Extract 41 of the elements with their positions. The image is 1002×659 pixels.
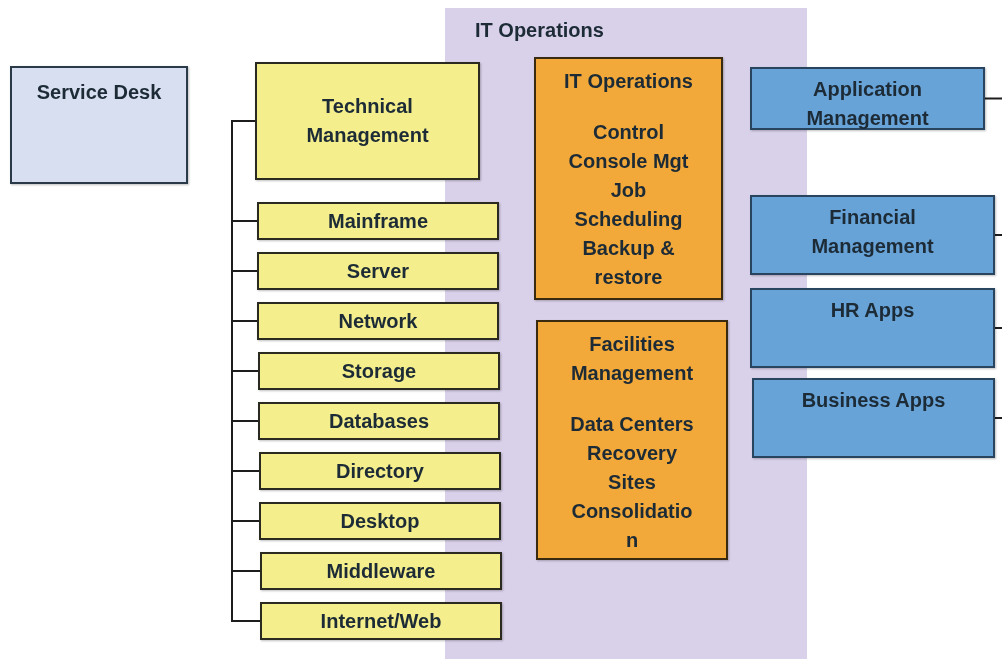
- connector-line: [994, 327, 1002, 329]
- box-title: Mainframe: [328, 208, 428, 234]
- box-title: Application Management: [805, 77, 930, 131]
- box-title: IT Operations: [475, 18, 604, 43]
- process-box: [752, 378, 995, 458]
- connector-line: [984, 97, 1002, 100]
- box-title: Databases: [328, 408, 430, 434]
- box-title: Business Apps: [800, 388, 947, 413]
- box-title: IT Operations: [563, 69, 694, 94]
- box-title: Middleware: [326, 558, 436, 584]
- process-box: [750, 288, 995, 368]
- process-box: [750, 195, 995, 275]
- box-title: Server: [346, 258, 410, 284]
- process-box: [260, 552, 502, 590]
- box-title: Storage: [341, 358, 417, 384]
- process-box: [257, 252, 499, 290]
- service-box: [10, 66, 188, 184]
- connector-line: [994, 234, 1002, 236]
- box-text: Data Centers Recovery Sites Consolidatio n: [569, 412, 695, 553]
- connector-line: [994, 417, 1002, 419]
- process-box: [258, 352, 500, 390]
- box-title: Facilities Management: [569, 332, 695, 386]
- process-box: [257, 202, 499, 240]
- process-box: [750, 67, 985, 130]
- box-title: Service Desk: [36, 80, 162, 105]
- box-title: Financial Management: [810, 205, 935, 259]
- process-box: [534, 57, 723, 300]
- box-text: Control Console Mgt Job Scheduling Backup & restore: [567, 120, 690, 290]
- box-title: Technical Management: [305, 94, 430, 148]
- process-box: [255, 62, 480, 180]
- box-title: Network: [338, 308, 418, 334]
- box-title: Desktop: [340, 508, 420, 534]
- process-box: [536, 320, 728, 560]
- process-box: [257, 302, 499, 340]
- process-box: [260, 602, 502, 640]
- process-box: [258, 402, 500, 440]
- process-box: [259, 502, 501, 540]
- box-title: Internet/Web: [320, 608, 442, 634]
- box-title: Directory: [336, 458, 424, 484]
- process-box: [259, 452, 501, 490]
- box-title: HR Apps: [829, 298, 916, 323]
